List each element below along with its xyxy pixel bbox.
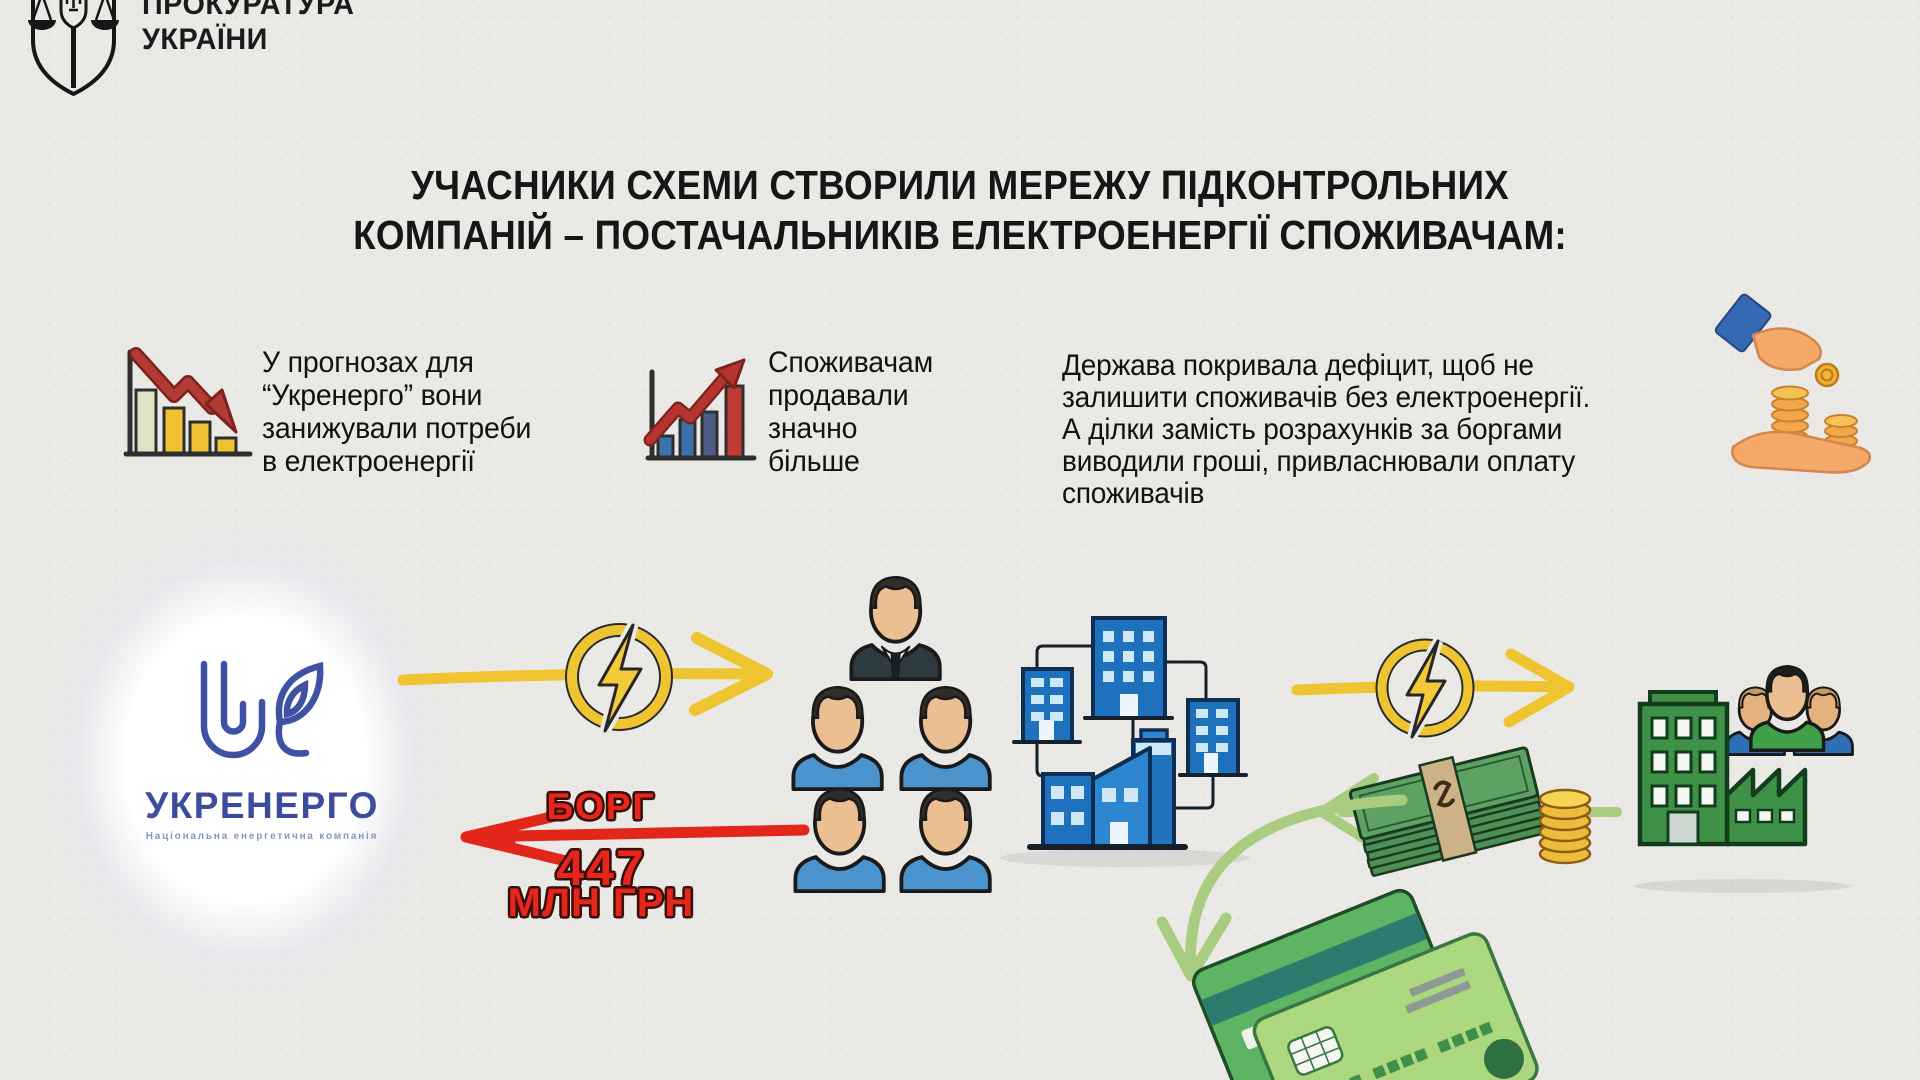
cash-stack [1348,746,1549,877]
cash-stack-coins-left-arrow-icon [1317,746,1622,877]
prosecutor-emblem-scales-icon [28,0,119,97]
coin-stack [1771,385,1858,448]
point-3-text: Держава покривала дефіцит, щоб не залиши… [1062,349,1591,510]
ukrenergo-name: УКРЕНЕРГО [145,785,379,826]
consumer-people-icon [1724,664,1854,756]
point-2-text: Споживачам продавали значно більше [768,346,933,478]
curved-down-green-arrow-icon [1156,794,1408,982]
coins-stack [1538,788,1592,865]
red-left-arrow-icon [460,808,810,867]
debt-label: БОРГ [546,786,656,827]
org-name: ПРОКУРАТУРА УКРАЇНИ [142,0,354,57]
electricity-lightning-arrow-icon [397,622,773,734]
green-building-factory-consumers-icon [1634,664,1854,893]
ukrenergo-leaf-logo [200,660,324,759]
declining-bar-chart-icon [123,347,253,457]
ukrenergo-glow [45,525,445,995]
org-name-line2: УКРАЇНИ [142,23,268,56]
hand-giving-coins-icon [1714,293,1871,474]
point-1-text: У прогнозах для “Укренерго” вони занижув… [262,346,532,478]
org-name-line1: ПРОКУРАТУРА [142,0,355,21]
boss-person [849,575,942,682]
rising-bar-chart-icon [643,358,757,461]
blue-buildings-network-icon [1000,616,1250,867]
debt-amount: 447 [556,840,646,896]
green-bank-cards-icon [1191,888,1539,1080]
boss-and-people-group-icon [791,575,992,894]
ukrenergo-tagline: Національна енергетична компанія [145,831,379,842]
debt-unit: МЛН ГРН [507,881,695,925]
electricity-lightning-arrow-icon [1291,638,1575,740]
page-title: УЧАСНИКИ СХЕМИ СТВОРИЛИ МЕРЕЖУ ПІДКОНТРО… [353,162,1567,258]
